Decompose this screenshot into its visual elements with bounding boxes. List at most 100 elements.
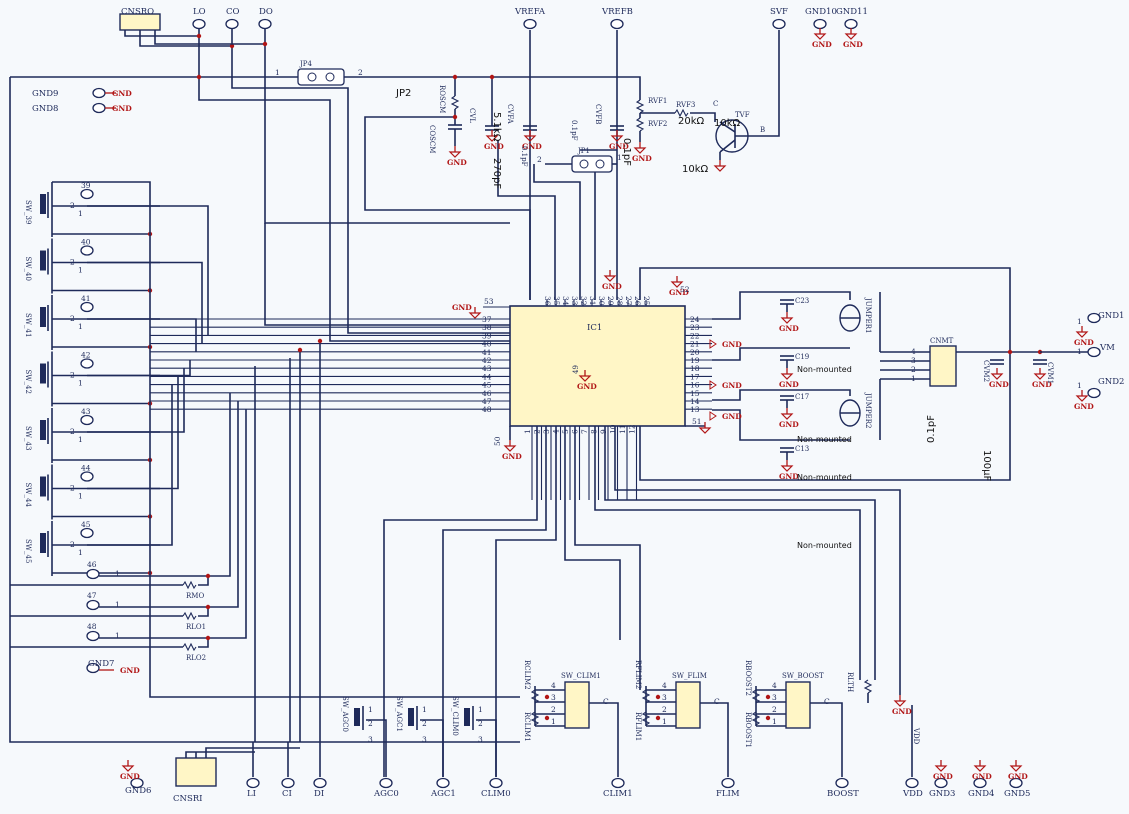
connector-label-gnd6: GND6	[125, 786, 151, 796]
wire	[87, 261, 203, 344]
wire	[99, 393, 231, 577]
wire	[9, 77, 520, 743]
sw_clim1-switch	[564, 681, 590, 729]
ic-right-pin-17: 17	[690, 372, 700, 381]
switch-pin-number: 2	[551, 705, 556, 714]
pin-number: 1	[78, 266, 83, 275]
ic-right-pin-23: 23	[690, 323, 700, 332]
wire	[205, 747, 300, 758]
ic-top-pin-33: 33	[570, 296, 579, 306]
pin-number: 2	[478, 719, 483, 728]
ground-icon	[780, 373, 794, 380]
cvm2-gnd	[990, 368, 1004, 380]
pin53-gnd-label: GND	[452, 303, 472, 312]
wire	[639, 267, 1011, 481]
connector-label-li: LI	[247, 789, 256, 799]
connector-pad-gnd6	[130, 777, 144, 789]
switch-pin-number: 3	[662, 693, 667, 702]
gnd10-symbol	[813, 28, 827, 40]
pin-number: 3	[478, 735, 483, 744]
connector-pad-vrefa	[523, 18, 537, 30]
ic-left-pin-44: 44	[482, 372, 492, 381]
roscm-label: ROSCM	[438, 85, 446, 113]
rvf2-label: RVF2	[648, 120, 667, 128]
ic-top-pin-36: 36	[543, 296, 552, 306]
ic-bottom-pin-11: 11	[618, 424, 627, 434]
switch-label-sw_43: SW_43	[24, 426, 32, 450]
test-point-number: 42	[81, 351, 91, 360]
gnd9-pad	[92, 87, 106, 99]
vm-label: VM	[1099, 343, 1115, 353]
switch-test-point	[80, 245, 94, 256]
ground-label: GND	[632, 154, 652, 163]
wire	[574, 426, 641, 690]
junction-dot	[765, 694, 771, 700]
jp2-label: JP2	[395, 88, 411, 99]
wire	[497, 140, 556, 300]
pin-number: 2	[70, 484, 75, 493]
c100-annotation: 100µF	[981, 450, 992, 481]
resistor-row-test-point	[86, 568, 100, 580]
junction-dot	[452, 74, 458, 80]
ground-label: GND	[602, 282, 622, 291]
pin-52: 52	[680, 285, 690, 294]
ground-label: GND	[609, 142, 629, 151]
connector-pad-gnd4	[973, 777, 987, 789]
cvm2-label: CVM2	[982, 360, 990, 382]
ic-bottom-pin-1: 1	[523, 429, 532, 434]
switch-label-sw_41: SW_41	[24, 313, 32, 337]
cnmt-label: CNMT	[930, 337, 954, 345]
resistor-row-test-point	[86, 630, 100, 642]
wire	[264, 28, 510, 224]
rboost2-label: RBOOST2	[744, 660, 752, 696]
sw_boost-switch	[785, 681, 811, 729]
cosc-gnd	[448, 146, 462, 158]
switch-label-sw_39: SW_39	[24, 200, 32, 224]
wire	[344, 76, 641, 100]
c17-label: C17	[795, 393, 809, 401]
wire	[87, 376, 179, 490]
connector-pad-agc1	[436, 777, 450, 789]
junction-dot	[655, 715, 661, 721]
junction-dot	[205, 635, 211, 641]
test-point-number: 41	[81, 294, 91, 303]
ic-bottom-pin-5: 5	[561, 429, 570, 434]
connector-pad-di	[313, 777, 327, 789]
gnd1-label: GND1	[1098, 311, 1124, 321]
wire-layer	[9, 28, 1088, 777]
cvfa-label: CVFA	[506, 104, 514, 125]
ground-label: GND	[779, 420, 799, 429]
sw_clim0-label: SW_CLIM0	[451, 696, 459, 736]
wire	[185, 751, 255, 758]
ic-bottom-pin-8: 8	[590, 429, 599, 434]
gnd2-gnd	[1075, 390, 1089, 402]
pin51-gnd	[698, 422, 712, 434]
switch-label-sw_42: SW_42	[24, 370, 32, 394]
connector-pad-vrefb	[610, 18, 624, 30]
switch-pin-number: 1	[662, 717, 667, 726]
ground-icon	[893, 700, 907, 707]
pin-number: 1	[368, 705, 373, 714]
ground-icon	[709, 411, 717, 421]
sw_agc0-label: SW_AGC0	[341, 696, 349, 732]
wire	[198, 638, 209, 648]
gnd5-gnd	[1009, 760, 1023, 772]
junction-dot	[317, 338, 323, 344]
wire	[264, 223, 510, 326]
switch-test-point	[80, 301, 94, 313]
resistor-label: RLO2	[186, 654, 206, 662]
ic-top-pin-29: 29	[606, 296, 615, 306]
junction-dot	[205, 573, 211, 579]
wire	[383, 426, 538, 777]
switch-label-sw_40: SW_40	[24, 257, 32, 281]
switch-actuator	[40, 194, 46, 214]
ic-bottom-pin-10: 10	[609, 424, 618, 434]
pin-number: 1	[617, 153, 622, 162]
pin-number: 2	[537, 155, 542, 164]
switch-label-sw_44: SW_44	[24, 483, 32, 508]
ground-label: GND	[1074, 402, 1094, 411]
connector-label-cnsri: CNSRI	[173, 794, 203, 804]
pin-number: 2	[422, 719, 427, 728]
parts-layer	[40, 13, 1101, 789]
switch-actuator	[40, 533, 46, 553]
